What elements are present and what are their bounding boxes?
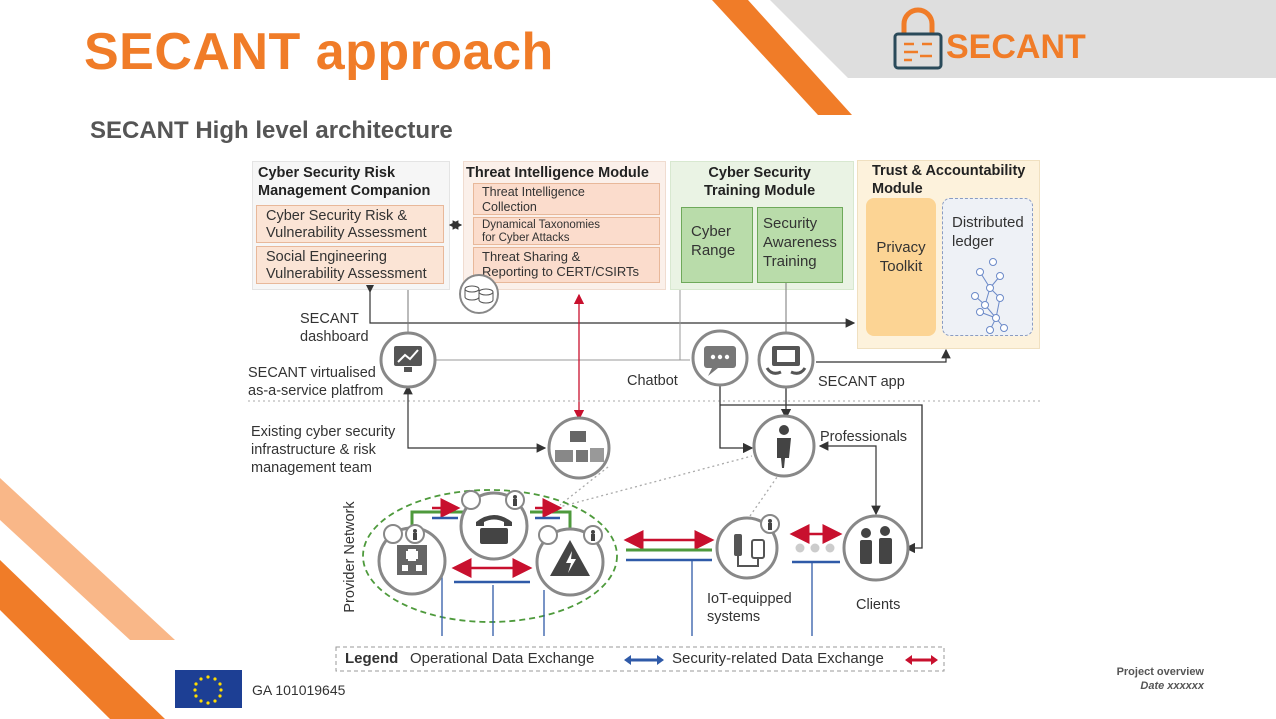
database-icon	[459, 274, 499, 314]
legend-security: Security-related Data Exchange	[672, 650, 884, 667]
clients-icon	[842, 514, 910, 582]
slide-subtitle: SECANT High level architecture	[90, 117, 453, 144]
grant-agreement-label: GA 101019645	[252, 682, 346, 698]
chatbot-clients-link	[720, 404, 923, 554]
infra-team-icon	[547, 416, 611, 480]
clients-label: Clients	[856, 597, 901, 613]
chatbot-icon[interactable]	[691, 329, 749, 387]
security-legend-arrow-icon	[905, 655, 938, 665]
slide-title: SECANT approach	[84, 23, 554, 81]
platform-connector	[436, 290, 690, 361]
app-trust-link	[816, 348, 951, 363]
power-plant-icon	[535, 525, 605, 597]
professionals-label: Professionals	[820, 429, 908, 445]
threat-sharing-item: Threat Sharing &Reporting to CERT/CSIRTs	[473, 247, 660, 283]
secant-app-icon[interactable]	[757, 331, 815, 389]
dashboard-icon[interactable]	[379, 331, 437, 389]
secant-app-label: SECANT app	[818, 374, 905, 390]
logo-text: SECANT	[946, 28, 1086, 66]
telephone-icon	[459, 490, 529, 561]
professional-person-icon	[752, 414, 816, 478]
chatbot-professionals-link	[719, 385, 754, 454]
eu-flag-icon	[175, 670, 242, 708]
header-stripe	[712, 0, 852, 115]
dashboard-to-trust-line	[369, 290, 856, 328]
provider-network-boundary	[362, 489, 618, 623]
operational-legend-arrow-icon	[624, 655, 664, 665]
provider-network-label: Provider Network	[342, 501, 358, 613]
date-label: Date xxxxxx	[1140, 680, 1204, 692]
hospital-icon	[377, 524, 447, 596]
legend-title: Legend	[345, 650, 399, 667]
threat-module-title: Threat Intelligence Module	[466, 165, 649, 181]
iot-device-icon	[715, 514, 780, 580]
ledger-graph-icon	[971, 258, 1008, 334]
risk-assessment-item: Cyber Security Risk &Vulnerability Asses…	[256, 205, 444, 243]
professionals-clients-link	[818, 441, 881, 516]
legend-operational: Operational Data Exchange	[410, 650, 595, 667]
dashboard-infra-link	[403, 384, 547, 453]
corner-stripe-light	[0, 478, 175, 640]
corner-stripe-dark	[0, 560, 165, 719]
padlock-logo-icon	[893, 7, 943, 70]
network-professionals-dotted	[547, 455, 753, 511]
project-overview-label: Project overview	[1116, 666, 1204, 678]
chatbot-label: Chatbot	[627, 373, 678, 389]
